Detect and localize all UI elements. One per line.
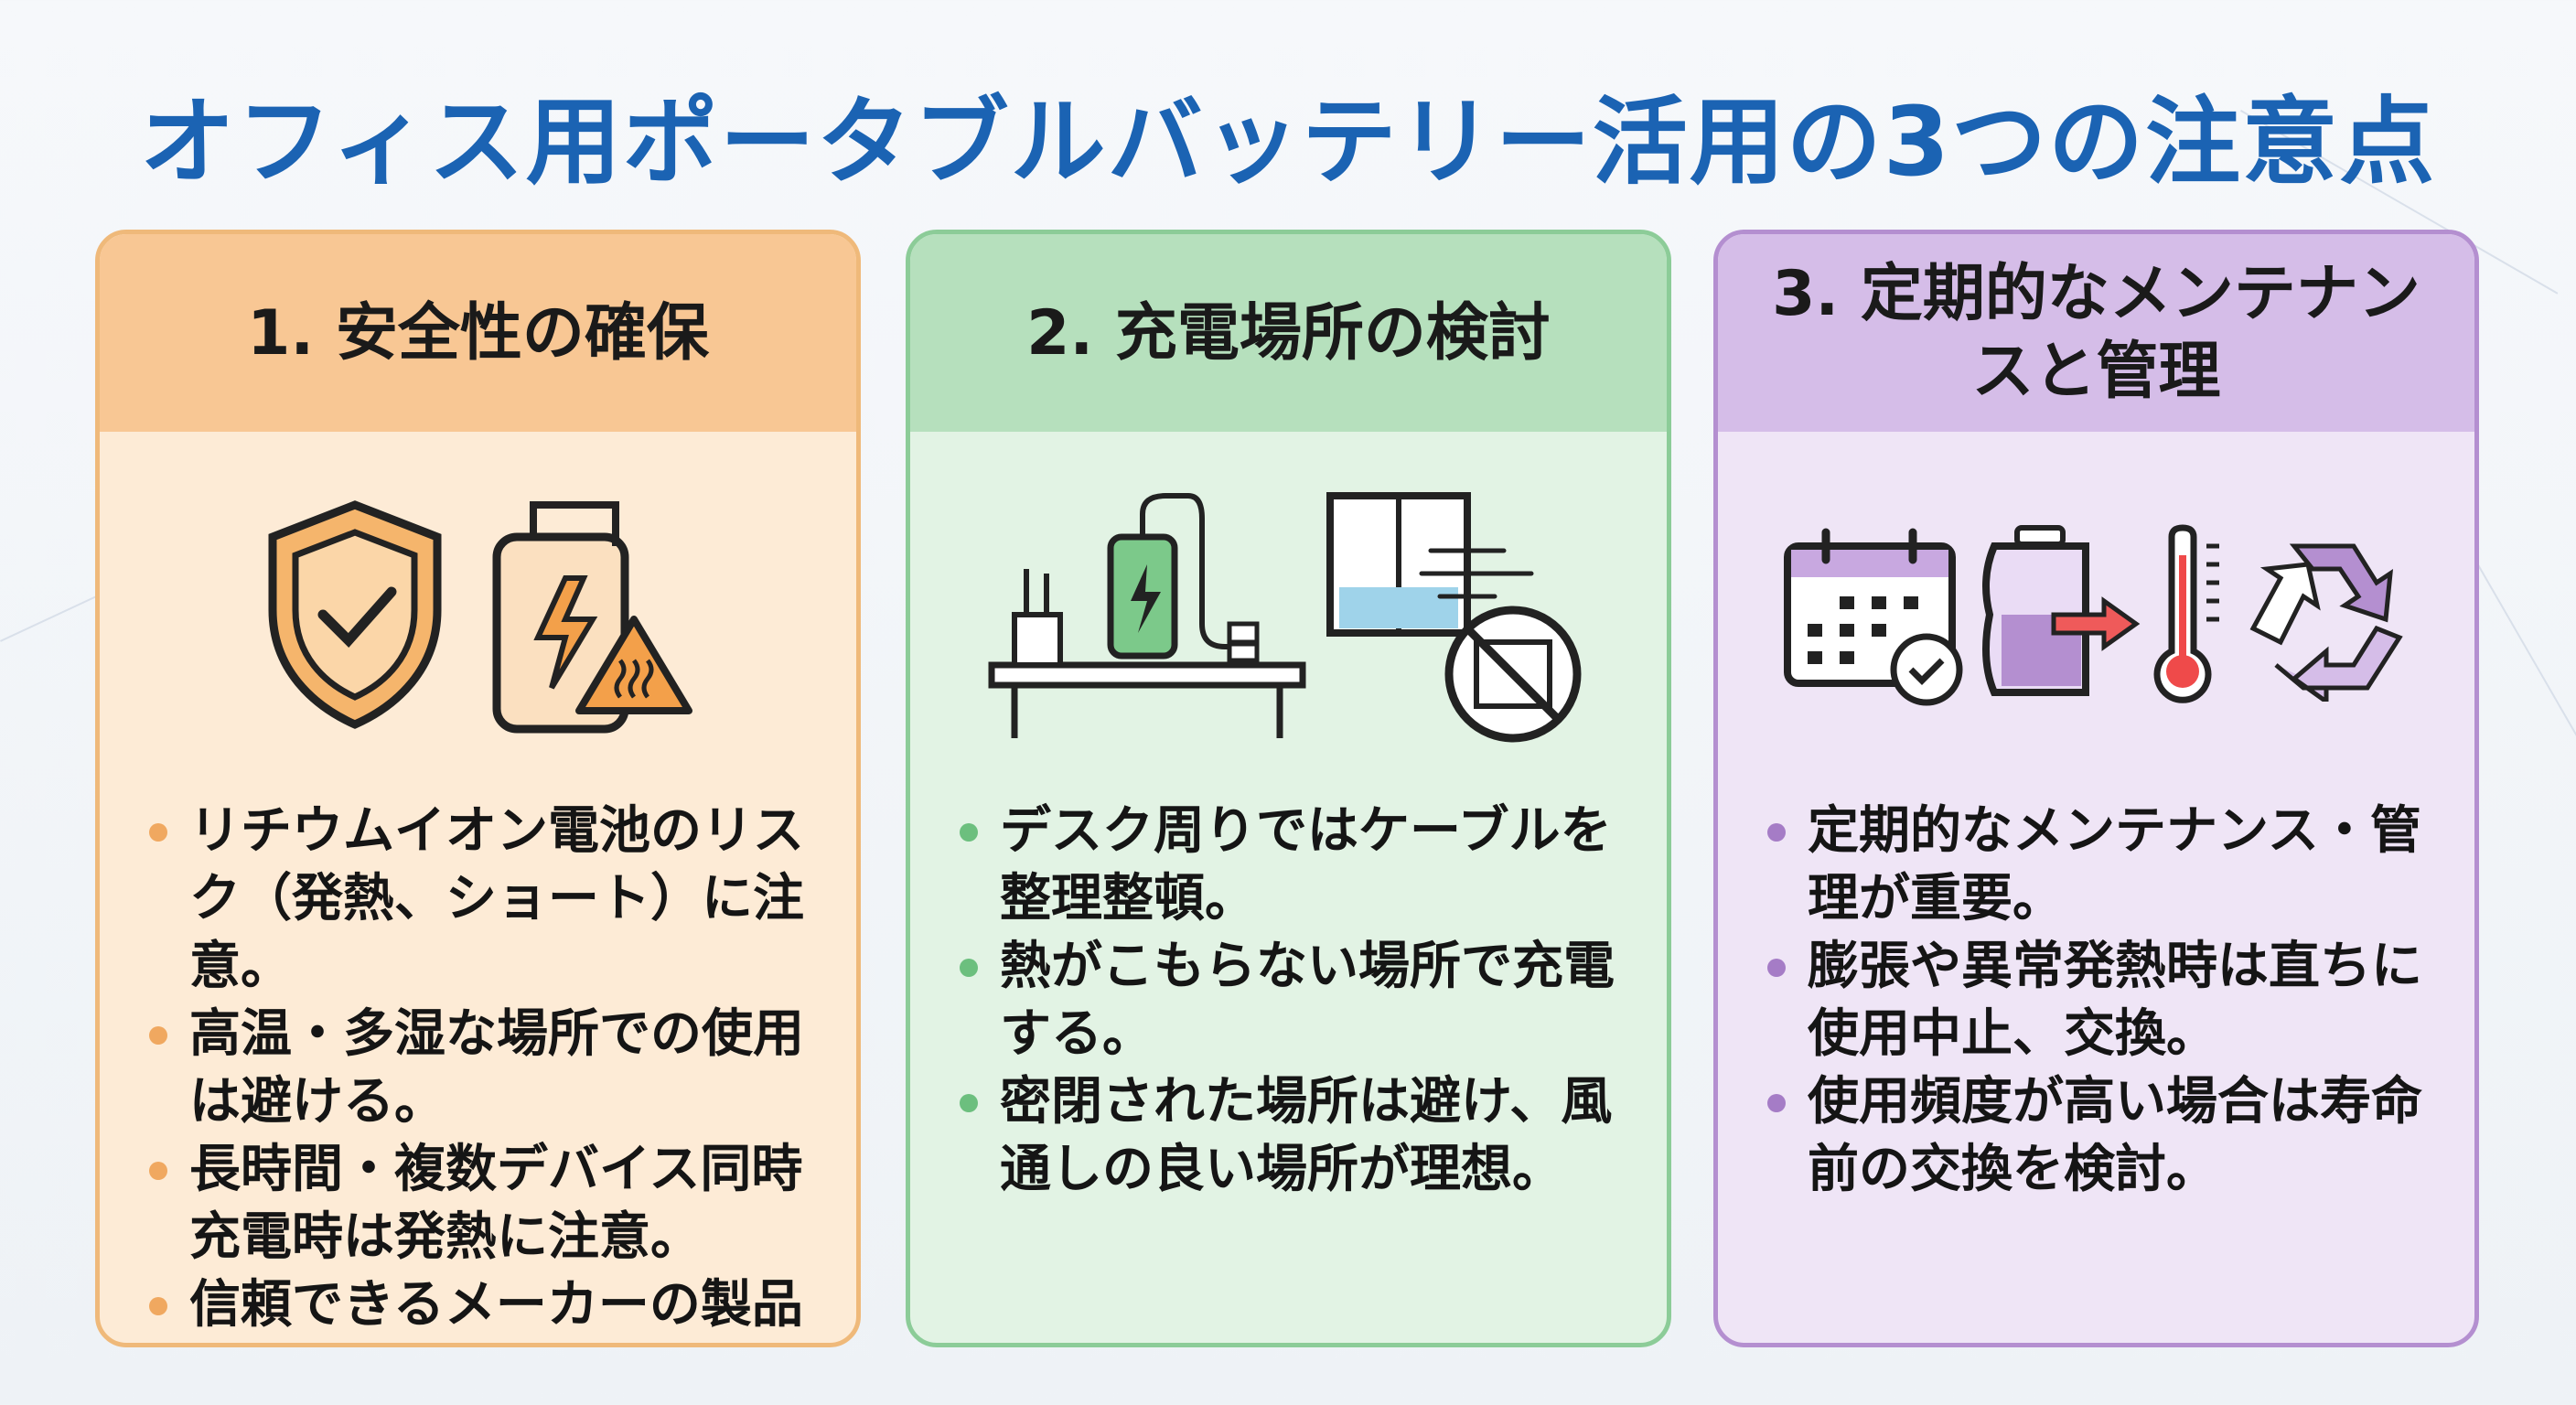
list-item-text: 熱がこもらない場所で充電する。 bbox=[1000, 937, 1615, 1064]
list-item-text: 密閉された場所は避け、風通しの良い場所が理想。 bbox=[1000, 1072, 1613, 1199]
card-maintenance: 3. 定期的なメンテナンスと管理 定期的なメンテナンス・ bbox=[1713, 230, 2479, 1347]
card-heading: 2. 充電場所の検討 bbox=[910, 234, 1667, 432]
window-ventilation-icon bbox=[1326, 492, 1581, 743]
background-network-line bbox=[2468, 549, 2576, 788]
shield-check-icon bbox=[268, 500, 441, 729]
list-item: デスク周りではケーブルを整理整頓。 bbox=[956, 798, 1630, 933]
list-item: リチウムイオン電池のリスク（発熱、ショート）に注意。 bbox=[145, 798, 820, 1001]
card-heading: 1. 安全性の確保 bbox=[100, 234, 856, 432]
calendar-check-icon bbox=[1783, 528, 1962, 706]
battery-heat-warning-icon bbox=[492, 501, 692, 734]
list-item-text: 長時間・複数デバイス同時充電時は発熱に注意。 bbox=[189, 1140, 803, 1267]
list-item: 膨張や異常発熱時は直ちに使用中止、交換。 bbox=[1764, 933, 2438, 1068]
recycle-icon bbox=[2249, 543, 2403, 702]
list-item-text: 信頼できるメーカーの製品を選ぶ。 bbox=[189, 1275, 803, 1335]
list-item: 長時間・複数デバイス同時充電時は発熱に注意。 bbox=[145, 1136, 820, 1271]
list-item-text: 膨張や異常発熱時は直ちに使用中止、交換。 bbox=[1808, 937, 2422, 1064]
list-item: 高温・多湿な場所での使用は避ける。 bbox=[145, 1001, 820, 1136]
card-heading: 3. 定期的なメンテナンスと管理 bbox=[1718, 234, 2474, 432]
desk-charging-icon bbox=[988, 493, 1305, 738]
list-item: 熱がこもらない場所で充電する。 bbox=[956, 933, 1630, 1068]
bullet-list: 定期的なメンテナンス・管理が重要。 膨張や異常発熱時は直ちに使用中止、交換。 使… bbox=[1718, 798, 2474, 1204]
list-item-text: 定期的なメンテナンス・管理が重要。 bbox=[1808, 801, 2421, 928]
swollen-battery-icon bbox=[1981, 525, 2140, 696]
card-safety: 1. 安全性の確保 リチウムイオン電池のリスク（発熱、ショート）に注意。 高温・… bbox=[95, 230, 861, 1347]
list-item: 定期的なメンテナンス・管理が重要。 bbox=[1764, 798, 2438, 933]
page-title: オフィス用ポータブルバッテリー活用の3つの注意点 bbox=[139, 86, 2437, 198]
bullet-list: リチウムイオン電池のリスク（発熱、ショート）に注意。 高温・多湿な場所での使用は… bbox=[100, 798, 856, 1343]
bullet-list: デスク周りではケーブルを整理整頓。 熱がこもらない場所で充電する。 密閉された場… bbox=[910, 798, 1667, 1204]
list-item-text: リチウムイオン電池のリスク（発熱、ショート）に注意。 bbox=[189, 801, 804, 996]
list-item-text: 高温・多湿な場所での使用は避ける。 bbox=[189, 1004, 804, 1132]
list-item: 信頼できるメーカーの製品を選ぶ。 bbox=[145, 1271, 820, 1343]
thermometer-icon bbox=[2153, 524, 2219, 703]
list-item-text: 使用頻度が高い場合は寿命前の交換を検討。 bbox=[1808, 1072, 2422, 1199]
card-charging-location: 2. 充電場所の検討 デスク周りではケーブルを整理整頓。 熱がこもらない場所で充… bbox=[906, 230, 1671, 1347]
list-item: 使用頻度が高い場合は寿命前の交換を検討。 bbox=[1764, 1068, 2438, 1204]
list-item: 密閉された場所は避け、風通しの良い場所が理想。 bbox=[956, 1068, 1630, 1204]
list-item-text: デスク周りではケーブルを整理整頓。 bbox=[1000, 801, 1612, 928]
